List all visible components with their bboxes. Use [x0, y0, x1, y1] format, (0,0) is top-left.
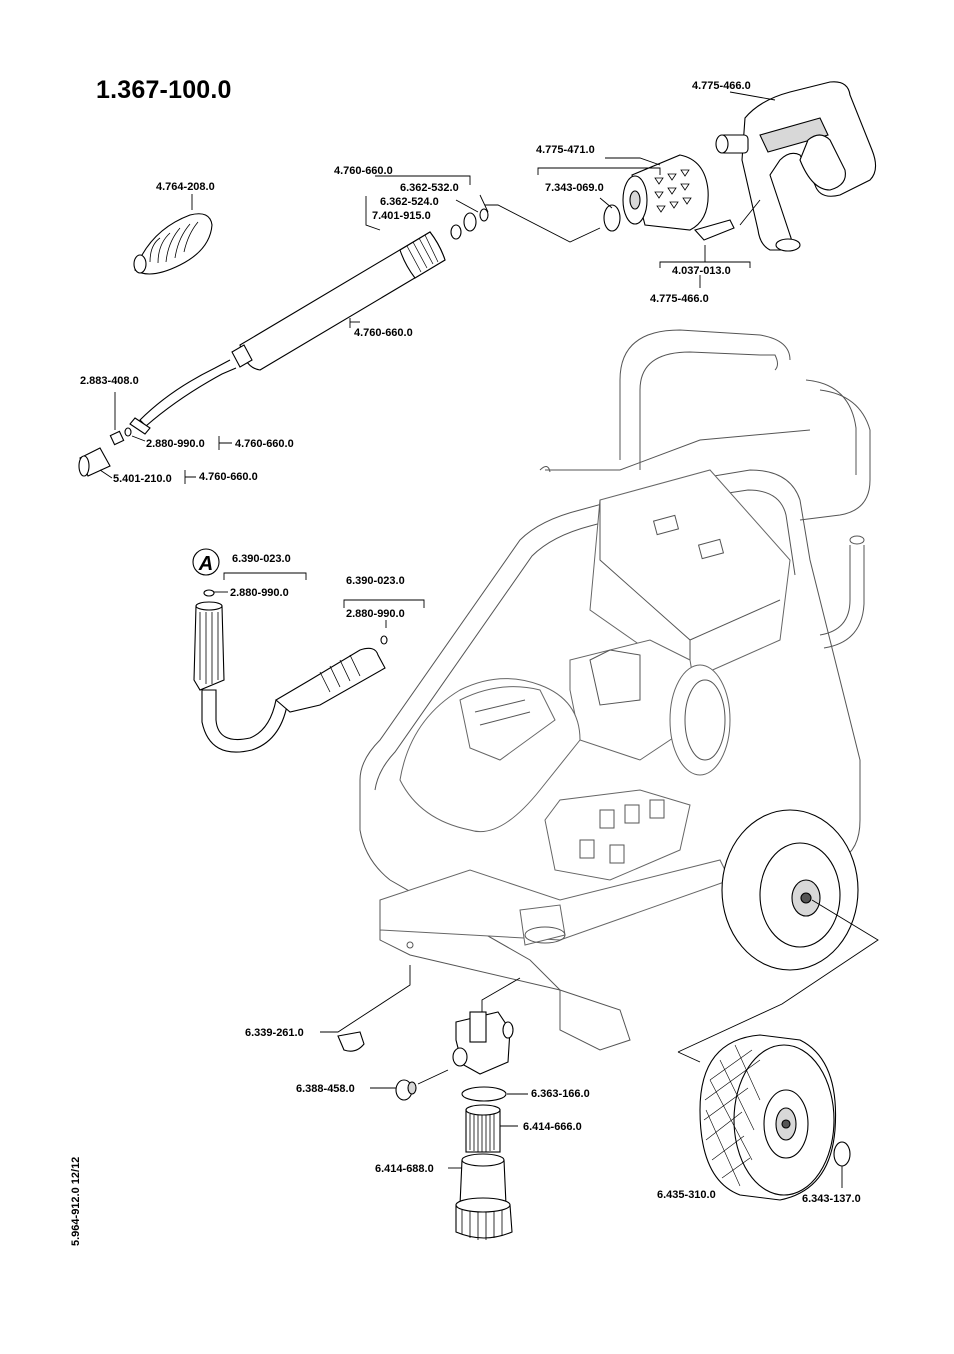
detail-marker-circle — [192, 548, 220, 576]
lance-seals-drawing — [450, 208, 489, 240]
hose-drawing — [193, 589, 388, 753]
lance-drawing — [129, 231, 446, 435]
trigger-gun-drawing — [715, 81, 877, 252]
gun-nozzle-drawing — [622, 154, 709, 231]
label-seal-2: 6.362-524.0 — [380, 196, 439, 208]
label-gun-bottom: 4.775-466.0 — [650, 293, 709, 305]
filter-insert-drawing — [465, 1104, 501, 1153]
label-seal-1: 6.362-532.0 — [400, 182, 459, 194]
label-oring-2: 2.880-990.0 — [146, 438, 205, 450]
nozzle-cap-drawing — [78, 447, 111, 477]
label-rotor-nozzle: 4.764-208.0 — [156, 181, 215, 193]
detail-marker-label: A — [198, 553, 213, 575]
page-title: 1.367-100.0 — [96, 76, 232, 104]
connector-drawing — [395, 1079, 417, 1101]
label-nozzle-cap-ref: 4.760-660.0 — [199, 471, 258, 483]
hub-cap-drawing — [833, 1141, 851, 1167]
oring-drawing — [124, 427, 132, 437]
label-wheel: 6.435-310.0 — [657, 1189, 716, 1201]
filter-housing-drawing — [455, 1153, 513, 1240]
label-lance-bottom: 4.760-660.0 — [354, 327, 413, 339]
label-hose-a-2: 2.880-990.0 — [230, 587, 289, 599]
label-oring-2-ref: 4.760-660.0 — [235, 438, 294, 450]
label-hub-cap: 6.343-137.0 — [802, 1193, 861, 1205]
filter-seal-drawing — [461, 1086, 507, 1102]
label-oring-1: 7.401-915.0 — [372, 210, 431, 222]
label-gun-clip: 4.037-013.0 — [672, 265, 731, 277]
circlip-drawing — [603, 204, 621, 232]
label-hose-a-1: 6.390-023.0 — [232, 553, 291, 565]
filter-head-drawing — [452, 1011, 514, 1075]
wheel-drawing — [699, 1034, 837, 1201]
rotor-nozzle-drawing — [133, 213, 213, 275]
gun-clip-drawing — [694, 219, 735, 241]
label-filter-seal: 6.363-166.0 — [531, 1088, 590, 1100]
label-trigger-gun: 4.775-466.0 — [692, 80, 751, 92]
foot-drawing — [337, 1031, 365, 1052]
label-foot: 6.339-261.0 — [245, 1027, 304, 1039]
label-nozzle-cap: 5.401-210.0 — [113, 473, 172, 485]
label-hose-b-2: 2.880-990.0 — [346, 608, 405, 620]
label-nozzle-insert: 2.883-408.0 — [80, 375, 139, 387]
label-gun-nozzle: 4.775-471.0 — [536, 144, 595, 156]
label-lance-top: 4.760-660.0 — [334, 165, 393, 177]
label-filter-housing: 6.414-688.0 — [375, 1163, 434, 1175]
label-connector: 6.388-458.0 — [296, 1083, 355, 1095]
label-circlip: 7.343-069.0 — [545, 182, 604, 194]
label-filter-insert: 6.414-666.0 — [523, 1121, 582, 1133]
nozzle-insert-drawing — [109, 430, 125, 446]
label-hose-b-1: 6.390-023.0 — [346, 575, 405, 587]
machine-frame-drawing — [359, 329, 871, 1051]
